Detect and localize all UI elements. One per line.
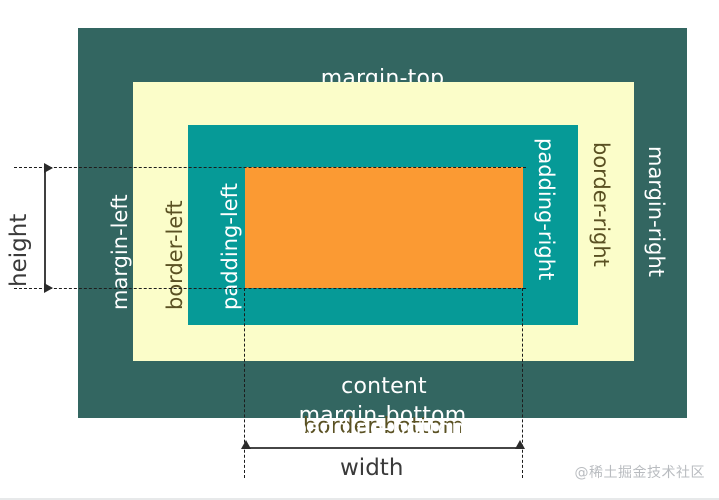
height-label: height (6, 213, 32, 287)
guide-line-content-top (14, 167, 526, 168)
margin-left-label: margin-left (108, 194, 132, 310)
margin-right-label: margin-right (644, 146, 668, 277)
guide-line-content-bottom (14, 288, 526, 289)
padding-right-label: padding-right (534, 138, 558, 281)
border-right-label: border-right (589, 142, 613, 267)
content-box: content (245, 167, 523, 399)
watermark-text: @稀土掘金技术社区 (574, 465, 705, 481)
padding-bottom-label: padding-bottom (293, 416, 473, 441)
content-label: content (341, 374, 427, 399)
border-left-label: border-left (163, 200, 187, 310)
guide-line-content-right (522, 288, 523, 478)
guide-line-content-left (244, 288, 245, 478)
height-measure-arrow (44, 163, 53, 293)
border-bottom-label: border-bottom (302, 414, 465, 439)
width-measure-arrow (241, 440, 525, 449)
padding-left-label: padding-left (218, 183, 242, 310)
width-label: width (340, 455, 404, 481)
margin-bottom-label: margin-bottom (298, 403, 467, 428)
bottom-divider (0, 498, 719, 500)
